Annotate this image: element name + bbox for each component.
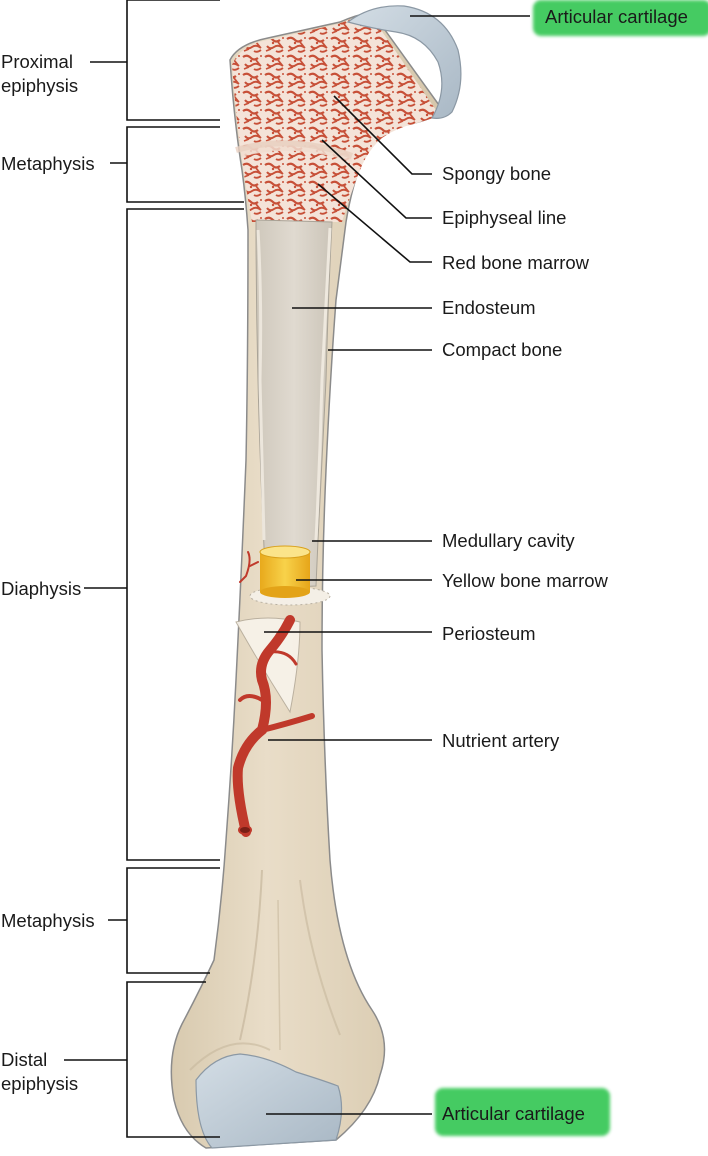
bracket-diaphysis xyxy=(126,208,244,861)
label-proximal-epiphysis: Proximal epiphysis xyxy=(1,51,79,96)
label-articular-cartilage-bottom: Articular cartilage xyxy=(442,1103,585,1124)
bracket-metaphysis-upper xyxy=(126,126,244,203)
epiphyseal-line xyxy=(235,140,354,159)
bracket-proximal-epiphysis xyxy=(126,0,220,121)
bracket-metaphysis-lower xyxy=(126,867,220,974)
leader-spongy-bone xyxy=(333,95,432,175)
yellow-bone-marrow-plug xyxy=(259,545,311,598)
label-epiphyseal-line: Epiphyseal line xyxy=(442,207,567,228)
label-distal-epiphysis: Distal epiphysis xyxy=(1,1049,79,1094)
label-compact-bone: Compact bone xyxy=(442,339,563,360)
articular-cartilage-bottom-shape xyxy=(195,1053,343,1149)
label-yellow-bone-marrow: Yellow bone marrow xyxy=(442,570,608,591)
highlight-articular-cartilage-bottom xyxy=(435,1088,610,1136)
label-articular-cartilage-top: Articular cartilage xyxy=(545,6,688,27)
label-periosteum: Periosteum xyxy=(442,623,536,644)
label-red-bone-marrow: Red bone marrow xyxy=(442,252,590,273)
label-metaphysis-upper: Metaphysis xyxy=(1,153,95,174)
label-metaphysis-lower: Metaphysis xyxy=(1,910,95,931)
leader-lines xyxy=(264,15,530,1115)
highlight-articular-cartilage-top xyxy=(533,0,708,36)
leader-epiphyseal-line xyxy=(321,139,432,219)
label-spongy-bone: Spongy bone xyxy=(442,163,552,184)
leader-red-bone-marrow xyxy=(317,183,432,263)
label-endosteum: Endosteum xyxy=(442,297,536,318)
articular-cartilage-top-shape xyxy=(346,5,462,119)
nutrient-artery-shape xyxy=(232,551,315,837)
label-nutrient-artery: Nutrient artery xyxy=(442,730,560,751)
label-diaphysis: Diaphysis xyxy=(1,578,82,599)
label-medullary-cavity: Medullary cavity xyxy=(442,530,575,551)
region-brackets xyxy=(64,0,244,1138)
